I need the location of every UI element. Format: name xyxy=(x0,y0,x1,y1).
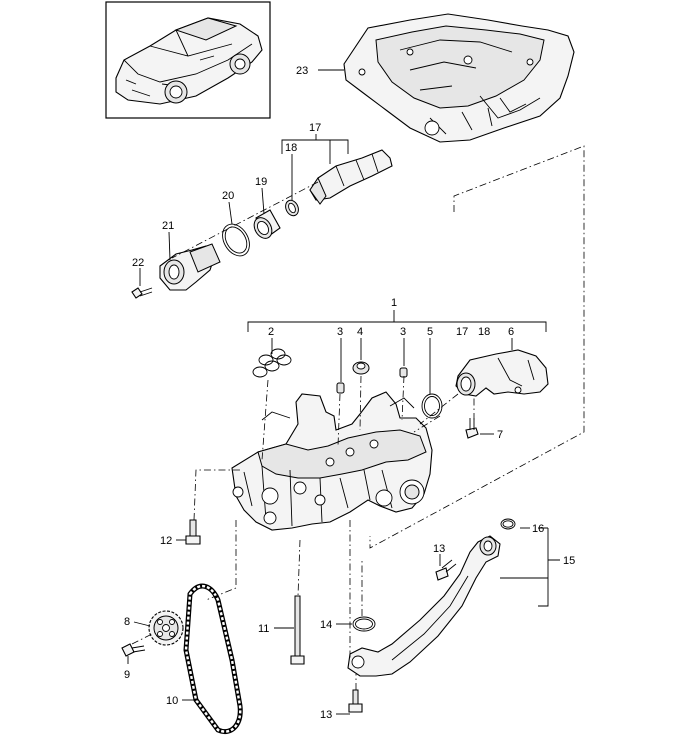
label-8: 8 xyxy=(124,616,130,628)
sleeve-part-19 xyxy=(253,209,281,239)
label-15: 15 xyxy=(563,555,575,567)
label-17-right: 17 xyxy=(456,326,468,338)
control-valve-part-17 xyxy=(309,149,393,205)
o-ring-part-18 xyxy=(285,199,299,217)
o-ring-part-5 xyxy=(421,393,443,419)
label-7: 7 xyxy=(497,429,503,441)
label-3-right: 3 xyxy=(400,326,406,338)
label-9: 9 xyxy=(124,669,130,681)
drive-chain-part-10 xyxy=(183,583,243,734)
bolt-part-9 xyxy=(121,643,146,657)
leader-lines xyxy=(127,69,560,715)
label-10: 10 xyxy=(166,695,178,707)
assembly-guide-lines xyxy=(131,145,585,690)
vehicle-thumbnail xyxy=(105,1,271,119)
bolt-part-13b xyxy=(348,689,363,713)
label-1: 1 xyxy=(391,297,397,309)
label-18-top: 18 xyxy=(285,142,297,154)
label-20: 20 xyxy=(222,190,234,202)
bolt-part-12 xyxy=(185,519,201,545)
label-2: 2 xyxy=(268,326,274,338)
part-labels: 23 17 18 19 20 21 22 1 2 3 4 3 5 17 18 6… xyxy=(124,65,575,721)
cover-part-21 xyxy=(159,243,221,291)
label-4: 4 xyxy=(357,326,363,338)
dowel-pin-part-3b xyxy=(399,367,408,378)
bolt-part-7 xyxy=(465,418,479,439)
bolt-part-22 xyxy=(131,287,153,299)
plug-part-4 xyxy=(352,361,370,375)
label-17-top: 17 xyxy=(309,122,321,134)
label-6: 6 xyxy=(508,326,514,338)
o-ring-part-14 xyxy=(352,616,376,632)
label-5: 5 xyxy=(427,326,433,338)
label-3-left: 3 xyxy=(337,326,343,338)
oil-sump-part-23 xyxy=(343,13,575,143)
seal-part-16 xyxy=(500,518,516,530)
label-16: 16 xyxy=(532,523,544,535)
oil-pump-body xyxy=(231,391,433,531)
oil-pipe-part-15 xyxy=(347,535,501,677)
o-ring-part-20 xyxy=(222,223,250,257)
suction-duct-part-6 xyxy=(455,349,549,397)
label-13-lower: 13 xyxy=(320,709,332,721)
seal-set-part-2 xyxy=(252,348,292,378)
label-14: 14 xyxy=(320,619,332,631)
label-19: 19 xyxy=(255,176,267,188)
label-18-right: 18 xyxy=(478,326,490,338)
label-11: 11 xyxy=(258,623,269,635)
bolt-part-11 xyxy=(290,595,305,665)
bolt-part-13a xyxy=(435,559,457,581)
label-12: 12 xyxy=(160,535,172,547)
label-22: 22 xyxy=(132,257,144,269)
label-23: 23 xyxy=(296,65,308,77)
label-13-upper: 13 xyxy=(433,543,445,555)
sprocket-part-8 xyxy=(148,610,184,646)
label-21: 21 xyxy=(162,220,174,232)
dowel-pin-part-3a xyxy=(336,382,345,394)
